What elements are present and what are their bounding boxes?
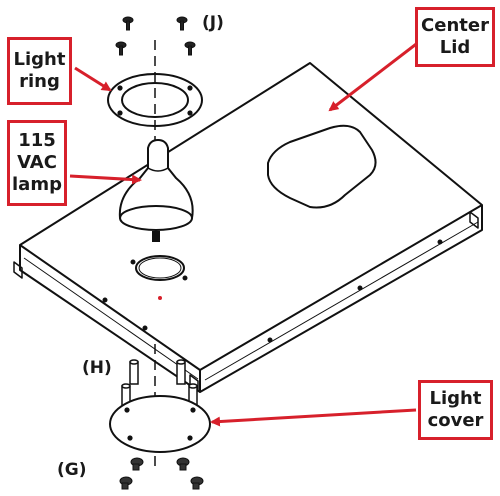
callout-lamp-line2: VAC <box>17 152 57 173</box>
arrow-light-ring <box>74 66 112 92</box>
callout-lamp-line1: 115 <box>18 130 56 151</box>
arrow-light-cover <box>210 408 417 427</box>
screw <box>184 41 196 56</box>
arrow-lamp <box>69 174 142 185</box>
center-marker <box>158 296 162 300</box>
label-standoffs-h: (H) <box>82 358 112 378</box>
light-ring <box>107 73 203 127</box>
callout-light-ring-line2: ring <box>19 71 60 92</box>
callout-light-cover: Light cover <box>418 380 493 440</box>
callout-center-lid-line2: Lid <box>439 37 471 58</box>
label-nuts-g: (G) <box>57 460 87 480</box>
screws-j <box>115 16 196 56</box>
screw <box>115 41 127 56</box>
nuts-g <box>119 457 204 490</box>
callout-lamp-line3: lamp <box>12 174 62 195</box>
callout-arrows <box>69 33 429 427</box>
screw <box>122 16 134 31</box>
callout-light-ring: Light ring <box>7 37 72 105</box>
callout-center-lid: Center Lid <box>415 7 495 67</box>
arrow-center-lid <box>328 33 429 112</box>
screw <box>176 16 188 31</box>
callout-light-cover-line1: Light <box>429 388 482 409</box>
label-screws-j: (J) <box>202 13 224 33</box>
callout-light-ring-line1: Light <box>13 49 66 70</box>
callout-center-lid-line1: Center <box>421 15 489 36</box>
callout-lamp: 115 VAC lamp <box>7 120 67 206</box>
callout-light-cover-line2: cover <box>427 410 484 431</box>
center-lid <box>13 62 483 393</box>
light-cover-plate <box>109 395 211 453</box>
